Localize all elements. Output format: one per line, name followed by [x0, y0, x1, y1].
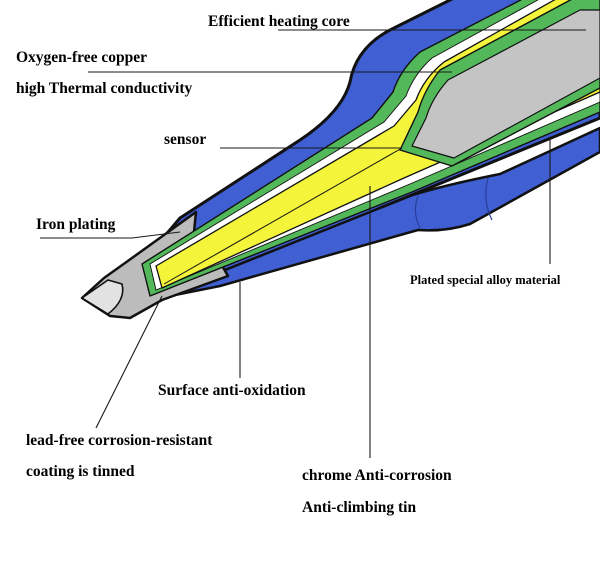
heating-core — [411, 9, 600, 159]
label-surface-anti-oxidation: Surface anti-oxidation — [158, 382, 306, 399]
sensor-line — [163, 147, 403, 285]
label-lead-free-coating-line2: coating is tinned — [26, 463, 135, 480]
label-chrome-anti-corrosion: chrome Anti-corrosion — [302, 467, 452, 484]
leader-lead-free-coating — [95, 295, 163, 429]
lower-band-edge — [414, 177, 493, 229]
label-lead-free-coating-line1: lead-free corrosion-resistant — [26, 432, 213, 449]
label-oxygen-free-copper: Oxygen-free copper — [16, 49, 147, 66]
label-efficient-heating-core: Efficient heating core — [208, 13, 350, 30]
label-plated-special-alloy: Plated special alloy material — [410, 273, 561, 287]
leader-iron-plating — [40, 231, 181, 239]
label-high-thermal-conductivity: high Thermal conductivity — [16, 80, 193, 97]
label-iron-plating: Iron plating — [36, 216, 116, 233]
outer-shell-bottom — [148, 126, 600, 302]
label-sensor: sensor — [164, 131, 206, 148]
tinned-tip-face — [81, 279, 124, 315]
label-anti-climbing-tin: Anti-climbing tin — [302, 499, 416, 516]
